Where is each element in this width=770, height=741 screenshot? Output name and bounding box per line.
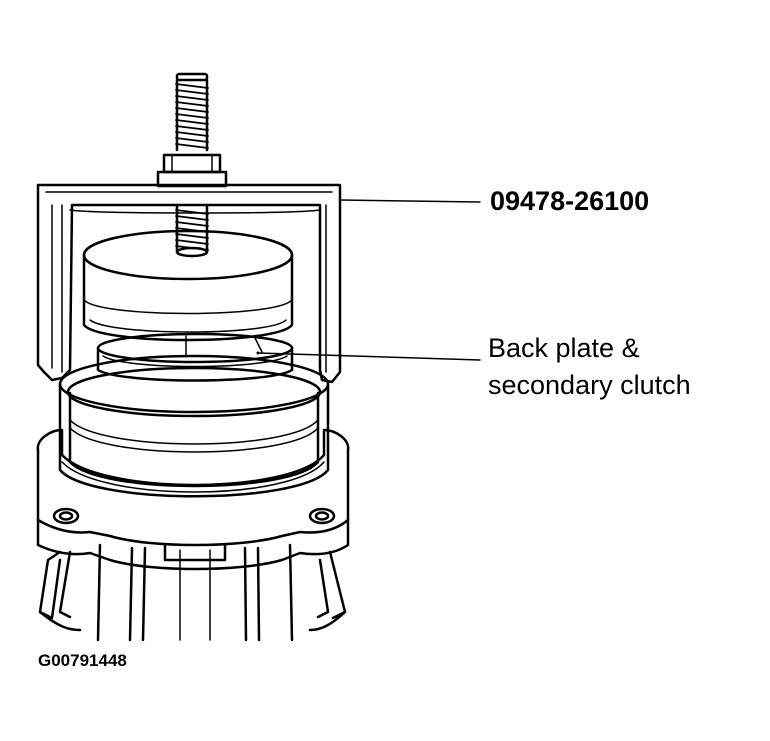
back-plate-ring — [96, 332, 294, 382]
part-label-line1: Back plate & — [488, 333, 640, 363]
tool-number-label: 09478-26100 — [490, 186, 650, 216]
part-label-line2: secondary clutch — [488, 370, 691, 400]
special-tool-frame — [36, 183, 342, 384]
clutch-drum — [58, 354, 330, 498]
housing-flange — [36, 428, 350, 571]
forcing-bolt — [156, 72, 228, 258]
leader-line-tool — [339, 199, 481, 203]
press-block — [82, 229, 294, 342]
figure-code: G00791448 — [38, 651, 127, 670]
leader-line-backplate — [257, 352, 481, 361]
transaxle-case — [38, 543, 347, 642]
